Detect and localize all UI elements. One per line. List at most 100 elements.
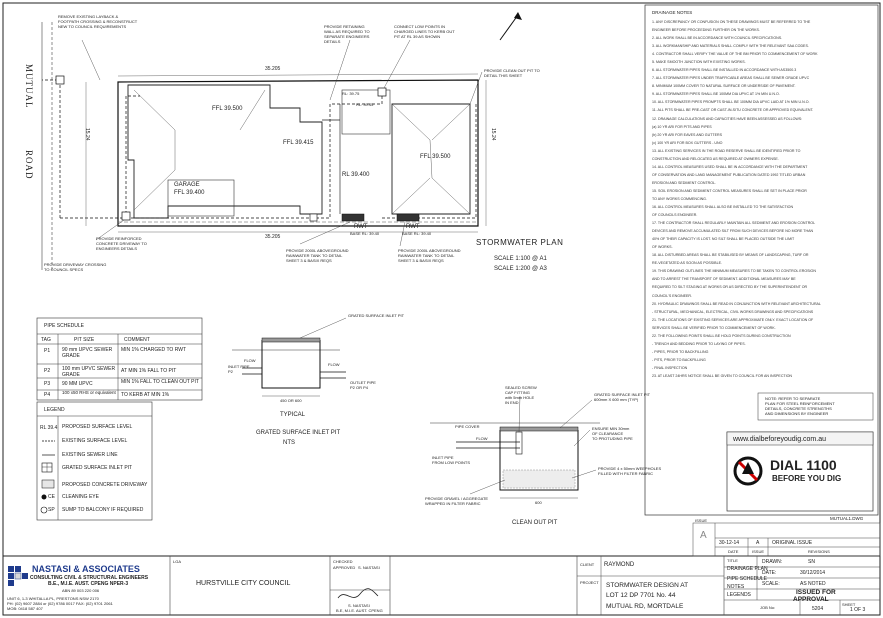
approved-label: APPROVED	[333, 565, 356, 570]
sheet-value: 1 OF 3	[850, 607, 866, 613]
note-line: (b) 20 YR ARI FOR EAVES AND GUTTERS	[652, 132, 722, 137]
pit-tl-rl: RL: 39.75	[342, 91, 360, 96]
lga-value: HURSTVILLE CITY COUNCIL	[196, 580, 291, 587]
pit-flow-label: FLOW	[244, 358, 256, 363]
note-line: 20. HYDRAULIC DRAWINGS SHALL BE READ IN …	[652, 301, 821, 306]
legend-item: PROPOSED CONCRETE DRIVEWAY	[62, 482, 148, 488]
pipe-row-tag: P2	[44, 368, 51, 374]
note-line: - TRENCH AND BEDDING PRIOR TO LAYING OF …	[652, 341, 746, 346]
title-line3: NOTES	[727, 584, 745, 590]
ffl-mid-label: FFL 39.415	[283, 140, 314, 146]
note-line: 1. ANY DISCREPANCY OR CONFUSION ON THESE…	[652, 20, 811, 24]
note-line: 14. ALL CONTROL MEASURES USED SHALL BE I…	[652, 164, 808, 169]
ffl-right-label: FFL 39.500	[420, 154, 451, 160]
note-line: 5. MAKE SMOOTH JUNCTION WITH EXISTING WO…	[652, 60, 746, 65]
note-line: 4. CONTRACTOR SHALL VERIFY THE VALUE OF …	[652, 52, 818, 57]
side-left-dim: 15.24	[84, 128, 90, 141]
pipe-row-size: 100 mm UPVC SEWER GRADE	[62, 366, 116, 378]
company-sub: CONSULTING CIVIL & STRUCTURAL ENGINEERS	[30, 575, 149, 581]
dbyd-url: www.dialbeforeyoudig.com.au	[733, 436, 826, 443]
company-abn: ABN 89 003 220 006	[62, 588, 100, 593]
legend-item: GRATED SURFACE INLET PIT	[62, 465, 133, 471]
plan-scale-a3: SCALE 1:200 @ A3	[494, 266, 547, 272]
note-line: TO ANY WORKS COMMENCING.	[652, 196, 707, 201]
legend-symbol: RL 39.4	[40, 425, 58, 431]
note-line: 12. DRAINAGE CALCULATIONS AND CAPACITIES…	[652, 116, 803, 121]
job-label: JOB No:	[760, 605, 776, 610]
clean-flow: FLOW	[476, 436, 488, 441]
date-label: DATE:	[762, 570, 777, 576]
pipe-row-size: 90 MM UPVC	[62, 381, 93, 387]
legend-title: LEGEND	[44, 407, 65, 413]
note-line: OF CONSERVATION AND LAND MANAGEMENT PUBL…	[652, 172, 806, 177]
note-line: 13. ALL EXISTING SERVICES IN THE ROAD RE…	[652, 148, 801, 153]
note-line: - PITS, PRIOR TO BACKFILLING	[652, 357, 706, 362]
title-line1: DRAINAGE PLAN	[727, 566, 768, 572]
pipe-row-comment: TO KERB AT MIN 1%	[121, 392, 170, 398]
notes-list: 1. ANY DISCREPANCY OR CONFUSION ON THESE…	[652, 20, 874, 382]
pipe-row-comment: MIN 1% CHARGED TO RWT	[121, 347, 187, 353]
approved-by: S. NASTASI	[358, 565, 380, 570]
ffl-main-label: FFL 39.500	[212, 106, 243, 112]
callout-layback: REMOVE EXISTING LAYBACK &FOOTPATH CROSSI…	[58, 14, 138, 29]
rwt-left-rl: BASE RL: 39.40	[350, 231, 380, 236]
note-line: OF COUNCILS ENGINEER.	[652, 213, 698, 218]
pipe-row-tag: P3	[44, 381, 51, 387]
note-line: 15. SOIL EROSION AND SEDIMENT CONTROL ME…	[652, 188, 807, 193]
title-line2: PIPE SCHEDULE	[727, 576, 768, 582]
ffl-garage-label: FFL 39.400	[174, 190, 205, 196]
legend-item: EXISTING SEWER LINE	[62, 452, 118, 458]
project-line2: LOT 12 DP 7701 No. 44	[606, 592, 676, 599]
revision-issue-letter: A	[700, 530, 707, 541]
note-line: (a) 10 YR ARI FOR PITS AND PIPES	[652, 124, 712, 129]
note-line: REQUIRED TO SILT STAGING AT WORKS OR AS …	[652, 285, 808, 290]
checked-label: CHECKED	[333, 559, 353, 564]
pit-detail-callout: GRATED SURFACE INLET PIT	[348, 313, 405, 318]
scale-label: SCALE:	[762, 581, 780, 587]
clean-pipe-cover: PIPE COVER	[455, 424, 480, 429]
company-addr1: UNIT 6, 1-3 WHITALLA PL, PRESTONS NSW 21…	[7, 596, 99, 601]
title-label: TITLE	[727, 558, 738, 563]
scale-value: AS NOTED	[800, 581, 826, 587]
note-line: 18. ALL DISTURBED AREAS SHALL BE STABILI…	[652, 253, 809, 258]
dbyd-before: BEFORE YOU DIG	[772, 474, 842, 483]
note-line: EROSION AND SEDIMENT CONTROL.	[652, 180, 717, 185]
note-line: 19. THIS DRAWING OUTLINES THE MINIMUM ME…	[652, 269, 816, 274]
note-line: 11. ALL PITS SHALL BE PRE-CAST OR CAST-I…	[652, 108, 814, 113]
pit-nts: NTS	[283, 440, 295, 446]
client-value: RAYMOND	[604, 562, 635, 568]
status-line1: ISSUED FOR	[796, 589, 836, 596]
note-line: 23. AT LEAST 24HRS NOTICE SHALL BE GIVEN…	[652, 373, 792, 378]
note-line: DEVICES AND REMOVE ACCUMULATED SILT FROM…	[652, 229, 814, 234]
note-line: OF WORKS.	[652, 245, 673, 250]
pit-typical-label: TYPICAL	[280, 412, 306, 418]
note-line: AND TO ARREST THE TRANSPORT OF SEDIMENT.…	[652, 277, 796, 282]
rwt-right-label: RWT	[406, 224, 420, 230]
title-line4: LEGENDS	[727, 592, 751, 598]
pipe-row-tag: P1	[44, 348, 51, 354]
note-line: ENGINEER BEFORE PROCEEDING FURTHER ON TH…	[652, 28, 760, 33]
revision-h-date: DATE	[728, 549, 739, 554]
note-line: - PIPES, PRIOR TO BACKFILLING	[652, 349, 709, 354]
note-line: 2. ALL WORK SHALL BE IN ACCORDANCE WITH …	[652, 36, 783, 41]
street-type-label: ROAD	[24, 150, 34, 180]
legend-item: EXISTING SURFACE LEVEL	[62, 438, 128, 444]
legend-item: CLEANING EYE	[62, 494, 99, 500]
company-quals: B.E., M.I.E. AUST. CPENG NPER-3	[48, 581, 129, 587]
note-line: 3. ALL WORKMANSHIP AND MATERIALS SHALL C…	[652, 44, 809, 49]
note-line: SERVICES SHALL BE VERIFIED PRIOR TO COMM…	[652, 325, 776, 330]
pipe-schedule-header-tag: TAG	[41, 337, 51, 343]
side-right-dim: 15.24	[490, 128, 496, 141]
pipe-row-size: 100 x50 RHS or equivalent	[62, 390, 116, 395]
note-line: 9. ALL STORMWATER PIPES SHALL BE 100MM D…	[652, 92, 780, 97]
revision-h-issue: ISSUE	[752, 549, 765, 554]
